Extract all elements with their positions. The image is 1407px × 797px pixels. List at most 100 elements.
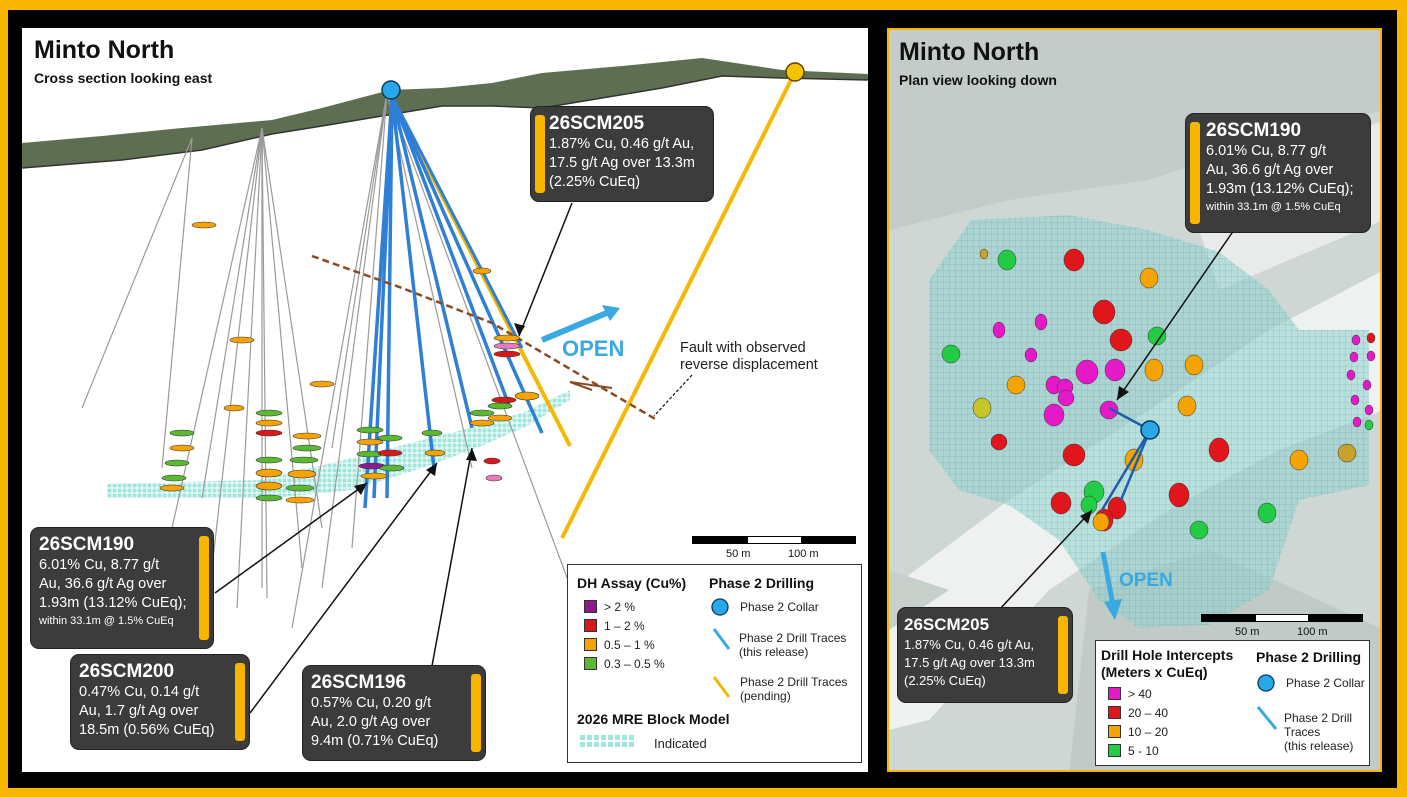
legend-line: Drill Hole Intercepts [1101, 647, 1234, 663]
callout-leaders [214, 202, 573, 714]
left-scale-bar: 50 m 100 m [692, 536, 856, 566]
swatch-intercept-10-20 [1108, 725, 1121, 738]
scale-label-100m: 100 m [788, 548, 819, 560]
left-subtitle: Cross section looking east [34, 70, 213, 86]
callout-line: 17.5 g/t Ag over 13.3m [549, 155, 695, 171]
plan-callout-26scm190: 26SCM190 6.01% Cu, 8.77 g/t Au, 36.6 g/t… [1185, 113, 1371, 233]
callout-note: within 33.1m @ 1.5% CuEq [1206, 201, 1341, 213]
callout-26scm200: 26SCM200 0.47% Cu, 0.14 g/t Au, 1.7 g/t … [70, 654, 250, 750]
swatch-assay-gt2 [584, 600, 597, 613]
callout-line: 1.87% Cu, 0.46 g/t Au, [904, 637, 1035, 652]
block-model-indicated-label: Indicated [654, 736, 707, 751]
plan-view-panel: Minto North Plan view looking down OPEN … [887, 28, 1382, 772]
drilling-legend-symbols [580, 598, 731, 747]
phase2-collar [381, 80, 401, 100]
right-subtitle: Plan view looking down [899, 72, 1057, 88]
pending-collar [785, 62, 805, 82]
legend-line: (this release) [1284, 739, 1354, 753]
callout-id: 26SCM205 [904, 615, 990, 634]
callout-line: 6.01% Cu, 8.77 g/t [39, 557, 160, 573]
swatch-assay-05-1 [584, 638, 597, 651]
callout-line: 1.93m (13.12% CuEq); [1206, 181, 1354, 197]
plan-drilling-legend-symbols [1256, 674, 1278, 730]
block-model-legend-title: 2026 MRE Block Model [577, 711, 730, 727]
callout-line: Au, 2.0 g/t Ag over [311, 714, 431, 730]
callout-line: 1.93m (13.12% CuEq); [39, 595, 187, 611]
plan-traces-legend-label: Phase 2 Drill Traces (this release) [1284, 711, 1353, 753]
plan-open-arrow [1100, 551, 1116, 606]
scale-label-50m: 50 m [1235, 626, 1260, 638]
plan-drilling-legend-title: Phase 2 Drilling [1256, 649, 1362, 665]
legend-line: Phase 2 Drill Traces [740, 675, 848, 689]
callout-id: 26SCM190 [39, 534, 135, 555]
swatch-intercept-20-40 [1108, 706, 1121, 719]
callout-line: Au, 36.6 g/t Ag over [1206, 162, 1334, 178]
legend-line: (Meters x CuEq) [1101, 664, 1208, 680]
callout-line: 17.5 g/t Ag over 13.3m [904, 655, 1035, 670]
legend-line: (pending) [740, 689, 791, 703]
scale-label-50m: 50 m [726, 548, 751, 560]
intercept-legend-item: 20 – 40 [1128, 706, 1169, 720]
callout-line: Au, 1.7 g/t Ag over [79, 703, 199, 719]
callout-line: 9.4m (0.71% CuEq) [311, 733, 439, 749]
callout-26scm205: 26SCM205 1.87% Cu, 0.46 g/t Au, 17.5 g/t… [530, 106, 714, 202]
swatch-intercept-5-10 [1108, 744, 1121, 757]
assay-legend-item: > 2 % [604, 600, 636, 614]
intercept-legend-title: Drill Hole Intercepts (Meters x CuEq) [1101, 647, 1233, 681]
plan-callout-26scm205: 26SCM205 1.87% Cu, 0.46 g/t Au, 17.5 g/t… [897, 607, 1073, 703]
topography-surface [22, 58, 868, 168]
callout-id: 26SCM205 [549, 113, 645, 134]
open-arrow [540, 309, 611, 343]
trace-26scm205 [390, 95, 524, 349]
plan-intercepts [941, 248, 1376, 540]
plan-collar-legend-label: Phase 2 Collar [1286, 676, 1365, 690]
right-title: Minto North [899, 38, 1040, 66]
block-model-indicated [107, 390, 570, 498]
assay-legend-title: DH Assay (Cu%) [577, 575, 687, 591]
assay-intercepts [159, 221, 540, 504]
legend-line: Phase 2 Drill Traces [739, 631, 847, 645]
callout-id: 26SCM200 [79, 661, 175, 682]
right-open-label: OPEN [1119, 570, 1173, 591]
swatch-assay-03-05 [584, 657, 597, 670]
callout-line: (2.25% CuEq) [904, 673, 986, 688]
cross-section-drawing [22, 58, 868, 714]
scale-label-100m: 100 m [1297, 626, 1328, 638]
callout-note: within 33.1m @ 1.5% CuEq [39, 615, 174, 627]
intercept-legend-item: 10 – 20 [1128, 725, 1169, 739]
legend-line: Traces [1284, 725, 1321, 739]
left-open-label: OPEN [562, 336, 625, 361]
swatch-assay-1-2 [584, 619, 597, 632]
right-scale-bar: 50 m 100 m [1201, 614, 1363, 644]
legend-line: Phase 2 Drill [1284, 711, 1353, 725]
callout-line: 0.57% Cu, 0.20 g/t [311, 695, 432, 711]
assay-legend-item: 1 – 2 % [604, 619, 645, 633]
intercept-legend-item: > 40 [1128, 687, 1152, 701]
left-title: Minto North [34, 36, 175, 64]
fault-label-line1: Fault with observed [680, 340, 806, 356]
callout-line: 6.01% Cu, 8.77 g/t [1206, 143, 1327, 159]
traces-pending-legend-label: Phase 2 Drill Traces (pending) [740, 675, 847, 703]
cross-section-panel: Minto North Cross section looking east O… [22, 28, 868, 772]
fault-label-line2: reverse displacement [680, 357, 818, 373]
intercept-legend-item: 5 - 10 [1128, 744, 1159, 758]
callout-26scm190: 26SCM190 6.01% Cu, 8.77 g/t Au, 36.6 g/t… [30, 527, 214, 649]
callout-line: 18.5m (0.56% CuEq) [79, 722, 215, 738]
callout-line: (2.25% CuEq) [549, 174, 641, 190]
assay-legend-item: 0.3 – 0.5 % [604, 657, 665, 671]
drilling-legend-title: Phase 2 Drilling [709, 575, 815, 591]
assay-legend-item: 0.5 – 1 % [604, 638, 655, 652]
pending-trace-2 [560, 71, 797, 539]
callout-id: 26SCM196 [311, 672, 407, 693]
callout-line: Au, 36.6 g/t Ag over [39, 576, 167, 592]
callout-line: 1.87% Cu, 0.46 g/t Au, [549, 136, 695, 152]
legend-line: (this release) [739, 645, 809, 659]
callout-26scm196: 26SCM196 0.57% Cu, 0.20 g/t Au, 2.0 g/t … [302, 665, 486, 761]
collar-legend-label: Phase 2 Collar [740, 600, 819, 614]
fault-label: Fault with observed reverse displacement [680, 340, 818, 374]
traces-release-legend-label: Phase 2 Drill Traces (this release) [739, 631, 846, 659]
callout-id: 26SCM190 [1206, 120, 1302, 141]
callout-line: 0.47% Cu, 0.14 g/t [79, 684, 200, 700]
swatch-intercept-gt40 [1108, 687, 1121, 700]
plan-collar [1140, 420, 1160, 440]
